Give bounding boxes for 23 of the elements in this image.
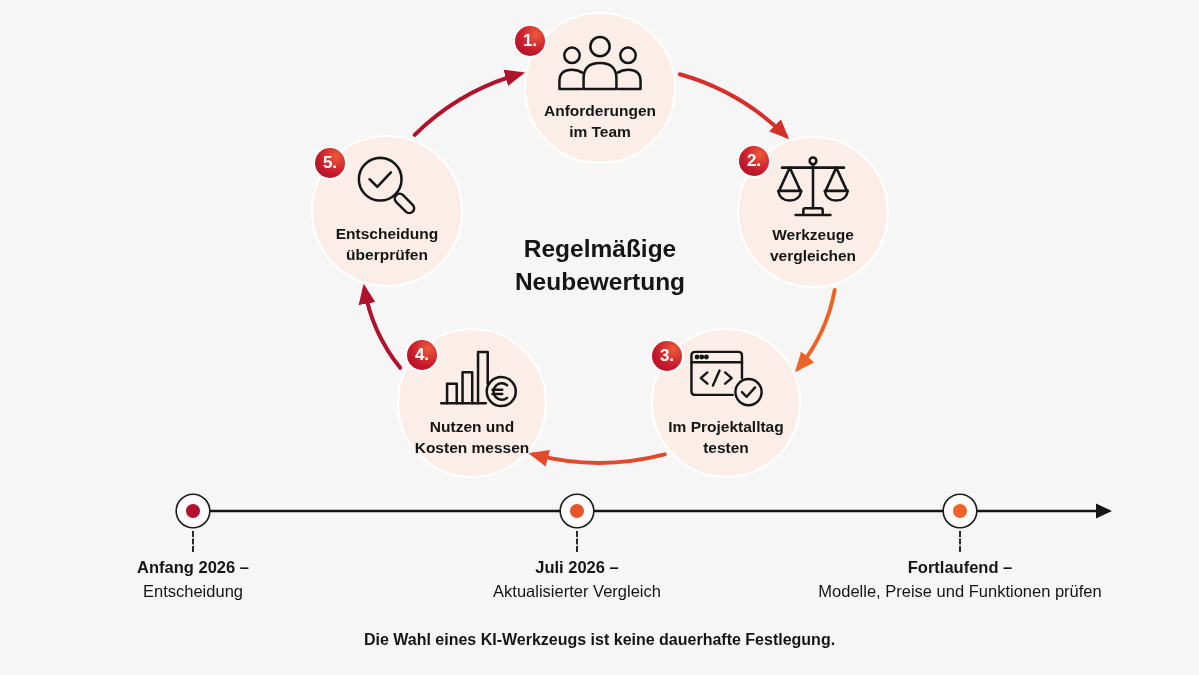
milestone-date: Juli 2026 – xyxy=(535,557,619,578)
step-number-badge: 1. xyxy=(515,26,545,56)
milestone-date: Anfang 2026 – xyxy=(137,557,249,578)
step-label: Entscheidung überprüfen xyxy=(334,224,440,265)
step-label: Nutzen und Kosten messen xyxy=(413,417,531,458)
cycle-arrow xyxy=(795,288,837,373)
cycle-arrow xyxy=(359,283,403,370)
cycle-title: Regelmäßige Neubewertung xyxy=(513,234,687,297)
milestone-description: Modelle, Preise und Funktionen prüfen xyxy=(818,581,1102,602)
milestone-description: Aktualisierter Vergleich xyxy=(493,581,661,602)
cycle-arrow xyxy=(412,70,525,137)
step-label: Im Projektalltag testen xyxy=(667,417,785,458)
step-label: Anforderungen im Team xyxy=(543,101,657,142)
step-number-badge: 2. xyxy=(739,146,769,176)
step-label: Werkzeuge vergleichen xyxy=(768,225,858,266)
milestone-date: Fortlaufend – xyxy=(907,557,1013,578)
step-number-badge: 5. xyxy=(315,148,345,178)
cycle-arrow xyxy=(677,72,790,140)
milestone-description: Entscheidung xyxy=(143,581,243,602)
step-number-badge: 3. xyxy=(652,341,682,371)
step-number-badge: 4. xyxy=(407,340,437,370)
cycle-arrow xyxy=(528,449,667,467)
caption: Die Wahl eines KI-Werkzeugs ist keine dauerhafte Festlegung. xyxy=(363,630,836,650)
